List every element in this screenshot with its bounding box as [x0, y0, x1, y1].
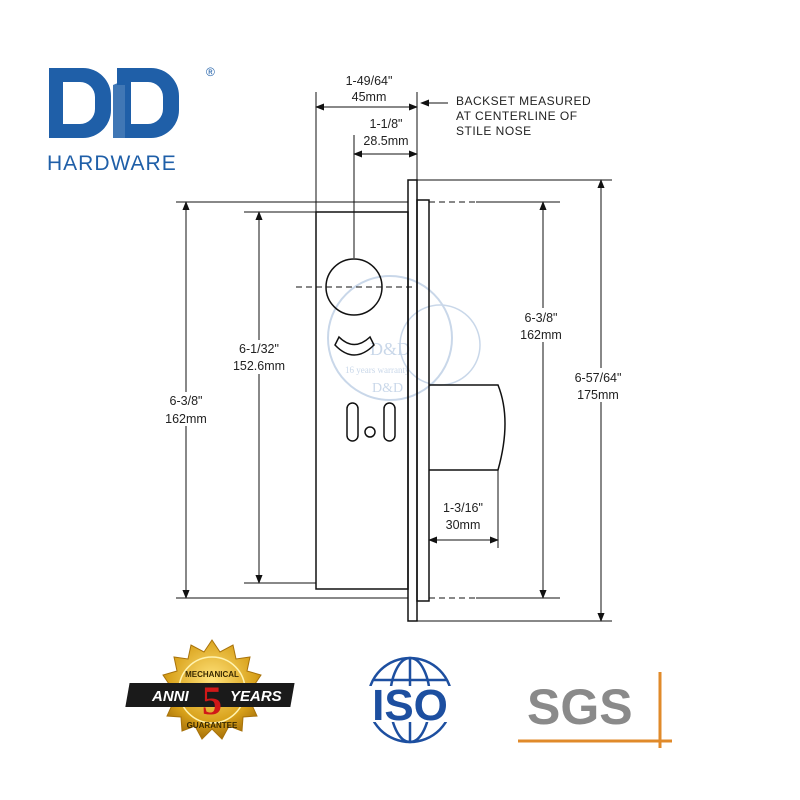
sgs-logo: SGS — [518, 672, 672, 748]
backset-note-line-1: BACKSET MEASURED — [456, 94, 591, 108]
cam-slot — [334, 335, 375, 356]
stile-mm-label: 28.5mm — [363, 134, 408, 148]
backset-note-line-3: STILE NOSE — [456, 124, 532, 138]
watermark-line-1: D&D — [370, 339, 410, 359]
dd-logo-icon — [49, 68, 179, 138]
faceplate — [407, 179, 418, 622]
iso-logo: ISO — [348, 656, 472, 744]
dimension-labels: 1-49/64" 45mm BACKSET MEASURED AT CENTER… — [162, 70, 632, 532]
watermark-line-3: D&D — [372, 381, 403, 396]
watermark-stamp: D&D 16 years warranty D&D — [327, 275, 481, 401]
iso-label: ISO — [372, 681, 448, 730]
warranty-badge: MECHANICAL ANNI 5 YEARS GUARANTEE — [125, 639, 295, 740]
lock-drawing — [315, 179, 506, 622]
backset-note-line-2: AT CENTERLINE OF — [456, 109, 578, 123]
registered-mark: ® — [206, 65, 215, 79]
case-height-right-inch-label: 6-3/8" — [525, 311, 558, 325]
brand-logo: ® HARDWARE — [47, 65, 215, 175]
faceplate-height-mm-label: 175mm — [577, 388, 619, 402]
case-height-right-mm-label: 162mm — [520, 328, 562, 342]
latch-bolt — [429, 384, 506, 471]
extension-lines — [176, 92, 612, 622]
hub-slot-left — [346, 402, 359, 442]
sgs-label: SGS — [527, 679, 633, 735]
warranty-ribbon — [125, 683, 295, 707]
hub-pin — [364, 426, 376, 438]
warranty-bottom-label: GUARANTEE — [187, 721, 238, 730]
cylinder-to-bottom-mm-label: 152.6mm — [233, 359, 285, 373]
stile-inch-label: 1-1/8" — [370, 117, 403, 131]
bolt-throw-inch-label: 1-3/16" — [443, 501, 483, 515]
cylinder-to-bottom-inch-label: 6-1/32" — [239, 342, 279, 356]
backset-mm-label: 45mm — [352, 90, 387, 104]
bolt-throw-mm-label: 30mm — [446, 518, 481, 532]
hub-slot-right — [383, 402, 396, 442]
faceplate-height-inch-label: 6-57/64" — [575, 371, 622, 385]
center-lines — [296, 201, 476, 599]
watermark-line-2: 16 years warranty — [345, 365, 410, 375]
backset-inch-label: 1-49/64" — [346, 74, 393, 88]
warranty-right-label: YEARS — [230, 688, 282, 705]
warranty-left-label: ANNI — [151, 688, 189, 705]
brand-name: HARDWARE — [47, 152, 177, 175]
case-height-left-mm-label: 162mm — [165, 412, 207, 426]
case-height-left-inch-label: 6-3/8" — [170, 394, 203, 408]
faceplate-inner — [416, 199, 430, 602]
warranty-number: 5 — [202, 678, 222, 723]
warranty-top-label: MECHANICAL — [185, 670, 239, 679]
